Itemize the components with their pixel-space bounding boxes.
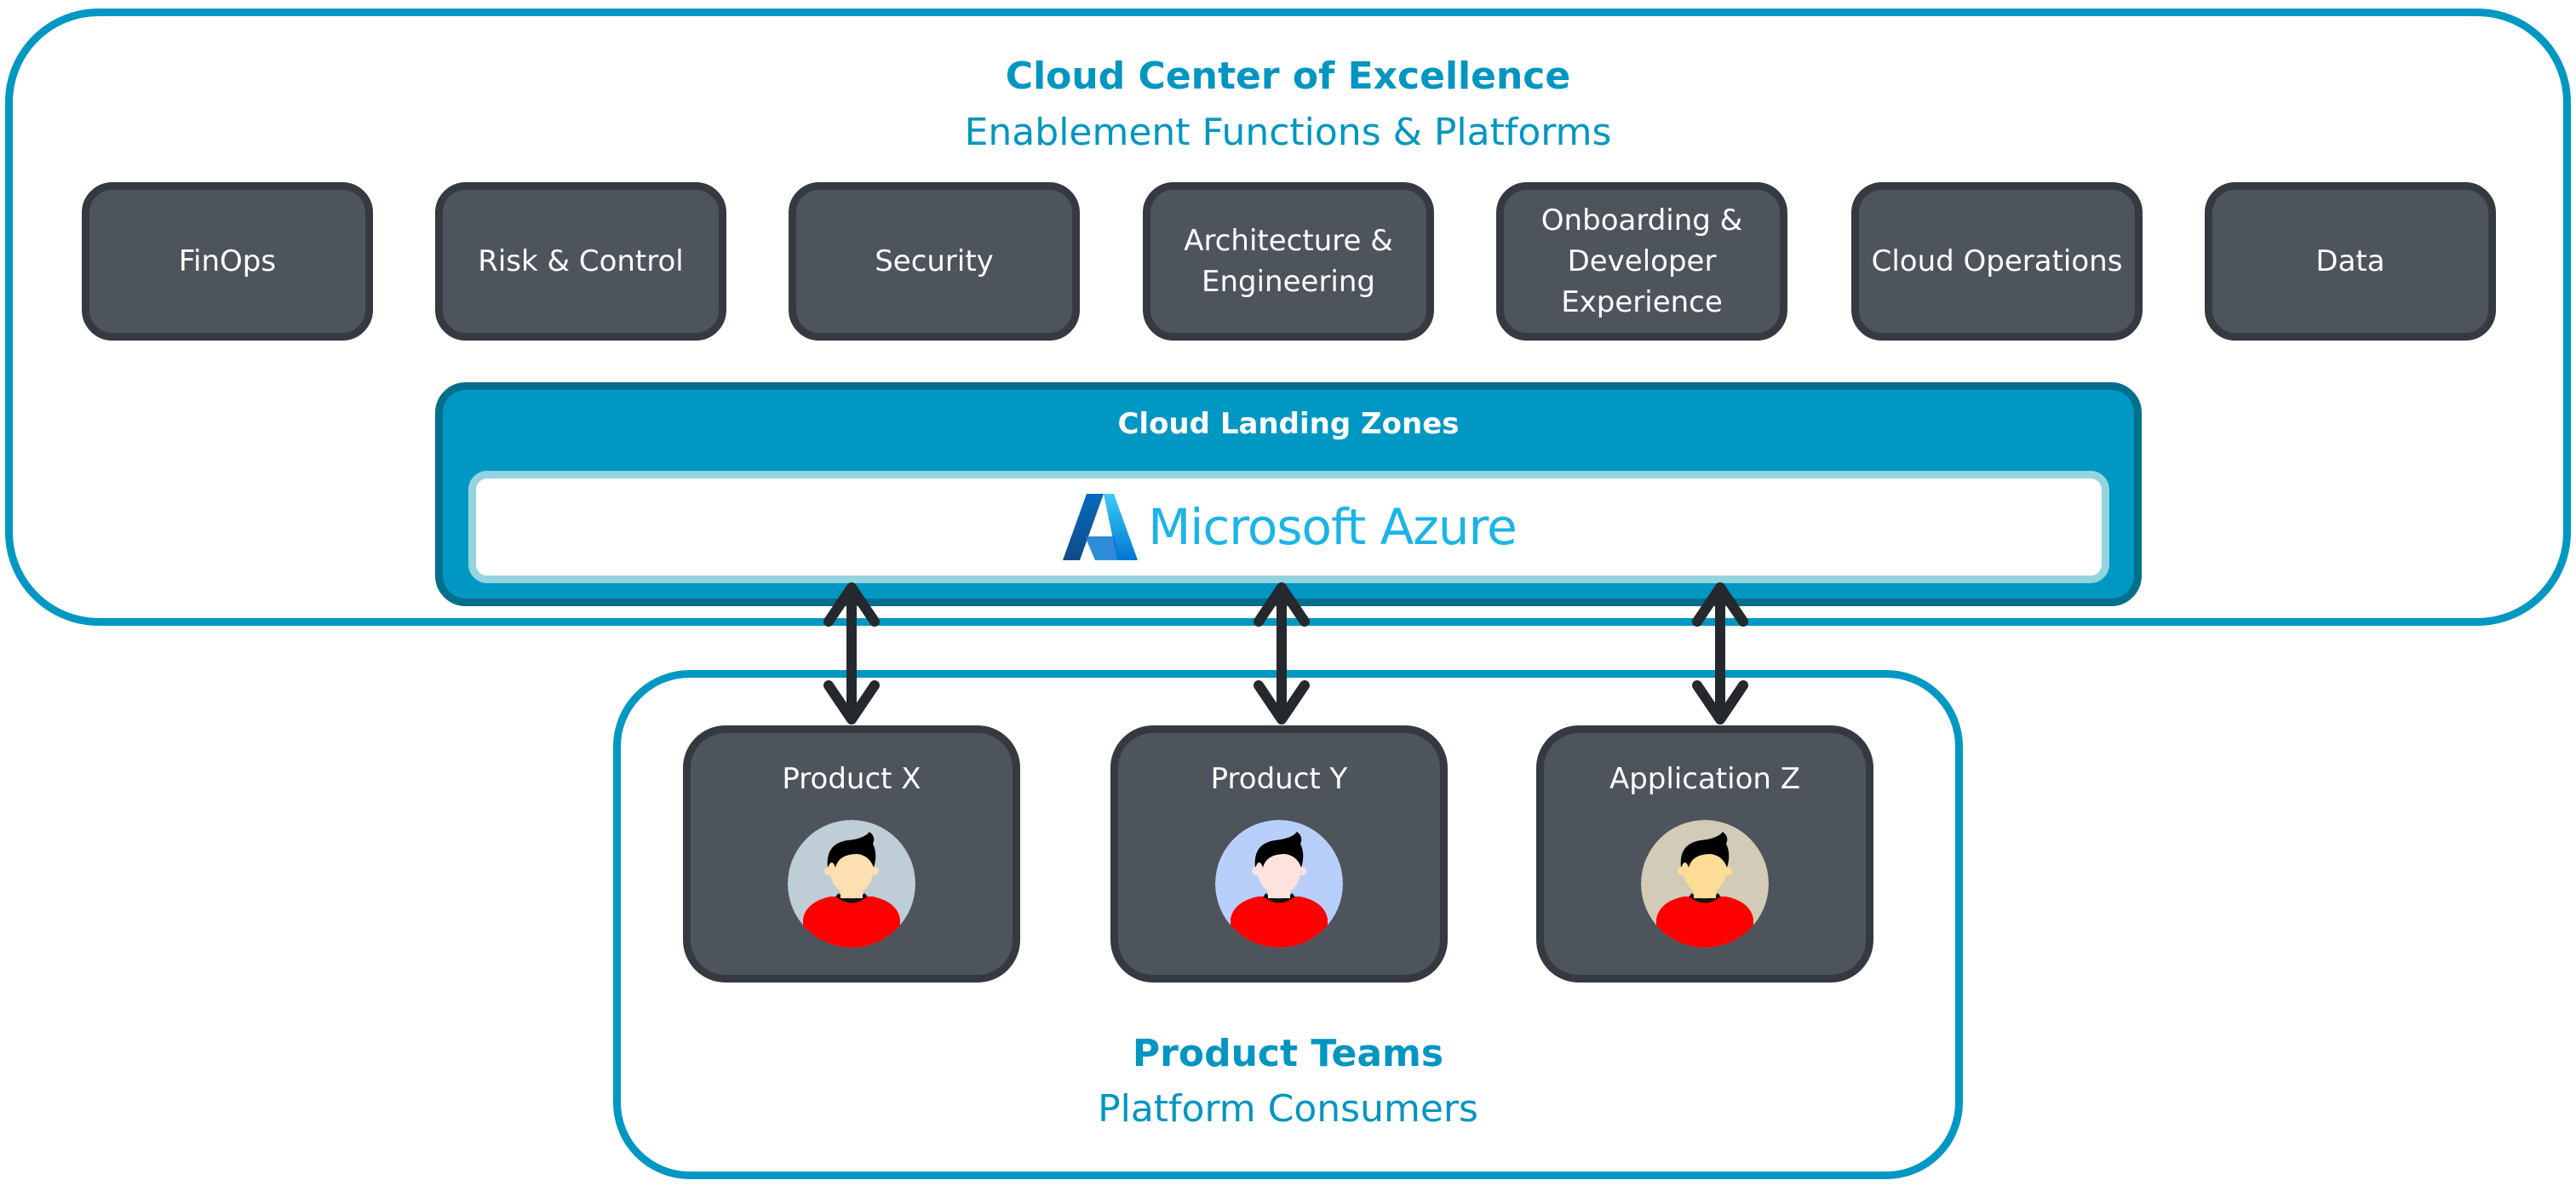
coe-subtitle: Enablement Functions & Platforms (964, 111, 1612, 154)
person-avatar-icon (1641, 820, 1769, 948)
function-cloud-operations[interactable]: Cloud Operations (1851, 182, 2143, 341)
person-avatar-icon (1215, 820, 1343, 948)
function-data[interactable]: Data (2205, 182, 2496, 341)
function-risk-control[interactable]: Risk & Control (435, 182, 726, 341)
azure-logo-icon (1061, 492, 1139, 562)
landing-zones-title: Cloud Landing Zones (1117, 407, 1460, 441)
coe-title: Cloud Center of Excellence (1005, 54, 1571, 98)
azure-platform-name: Microsoft Azure (1148, 498, 1517, 556)
function-onboarding-developer-experience[interactable]: Onboarding & Developer Experience (1496, 182, 1787, 341)
team-product-y[interactable]: Product Y (1110, 725, 1448, 983)
cloud-center-of-excellence-container (5, 9, 2571, 626)
team-label: Application Z (1609, 762, 1801, 796)
azure-platform-panel: Microsoft Azure (468, 471, 2109, 583)
product-teams-subtitle: Platform Consumers (1098, 1087, 1478, 1131)
person-avatar-icon (788, 820, 915, 948)
function-security[interactable]: Security (789, 182, 1080, 341)
bidirectional-arrow-icon (823, 582, 880, 725)
team-label: Product Y (1210, 762, 1348, 796)
bidirectional-arrow-icon (1254, 582, 1310, 725)
team-label: Product X (782, 762, 921, 796)
product-teams-title: Product Teams (1132, 1032, 1444, 1075)
function-finops[interactable]: FinOps (82, 182, 373, 341)
function-architecture-engineering[interactable]: Architecture & Engineering (1143, 182, 1434, 341)
team-application-z[interactable]: Application Z (1536, 725, 1873, 983)
bidirectional-arrow-icon (1692, 582, 1748, 725)
team-product-x[interactable]: Product X (683, 725, 1020, 983)
